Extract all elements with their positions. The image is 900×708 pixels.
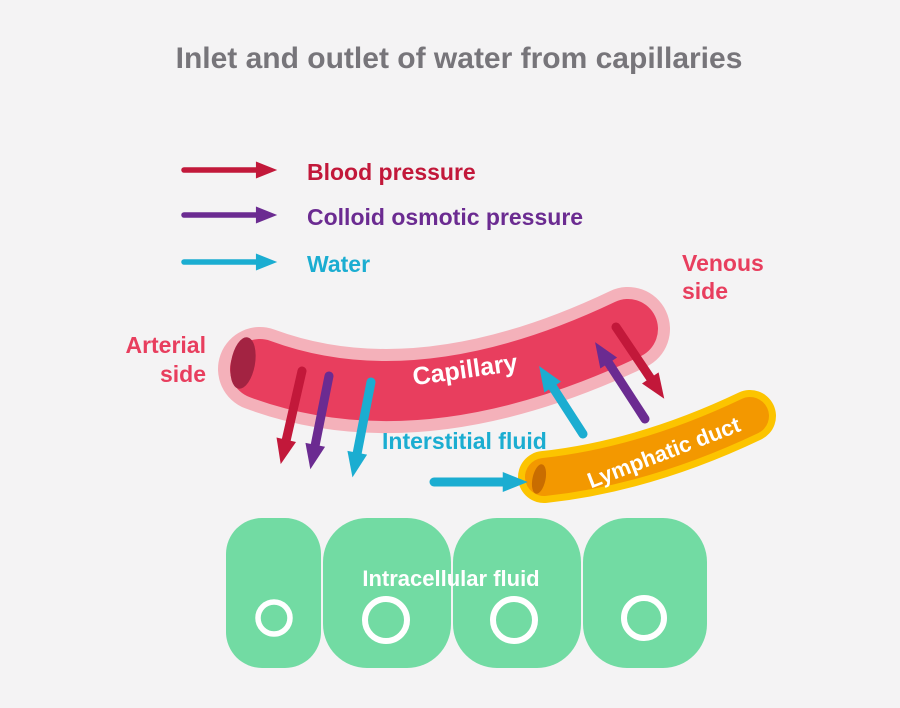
arterial-side-label-line2: side	[160, 361, 206, 387]
legend: Blood pressure Colloid osmotic pressure …	[181, 159, 583, 277]
interstitial-fluid-label: Interstitial fluid	[382, 428, 547, 454]
page-title: Inlet and outlet of water from capillari…	[176, 42, 743, 75]
cell	[323, 518, 451, 668]
cell	[583, 518, 707, 668]
legend-label-water: Water	[307, 251, 370, 277]
cell	[226, 518, 321, 668]
water-out-arrow-icon	[347, 377, 376, 478]
legend-label-blood-pressure: Blood pressure	[307, 159, 476, 185]
cell-nucleus-ring	[362, 596, 410, 644]
cell	[453, 518, 581, 668]
colloid-osmotic-in-arrow-icon	[595, 342, 650, 424]
colloid-osmotic-out-arrow-icon	[305, 371, 334, 470]
cell-nucleus-ring	[255, 599, 293, 637]
side-labels: Arterial side Venous side Interstitial f…	[125, 250, 763, 454]
flow-arrows	[276, 322, 665, 492]
cell-nucleus-ring	[621, 595, 667, 641]
arterial-side-label-line1: Arterial	[125, 332, 206, 358]
lymphatic-lumen	[525, 397, 769, 496]
blood-pressure-out-arrow-icon	[276, 366, 307, 465]
cell-nucleus-ring	[490, 596, 538, 644]
venous-side-label-line2: side	[682, 278, 728, 304]
intracellular-fluid-label: Intracellular fluid	[362, 566, 539, 591]
capillary-opening	[230, 337, 256, 389]
water-in-arrow-icon	[539, 366, 588, 439]
intracellular-cells: Intracellular fluid	[226, 518, 707, 668]
lymphatic-opening	[531, 464, 547, 494]
blood-pressure-venous-out-arrow-icon	[611, 322, 665, 399]
venous-side-label-line1: Venous	[682, 250, 764, 276]
legend-label-colloid-osmotic: Colloid osmotic pressure	[307, 204, 583, 230]
